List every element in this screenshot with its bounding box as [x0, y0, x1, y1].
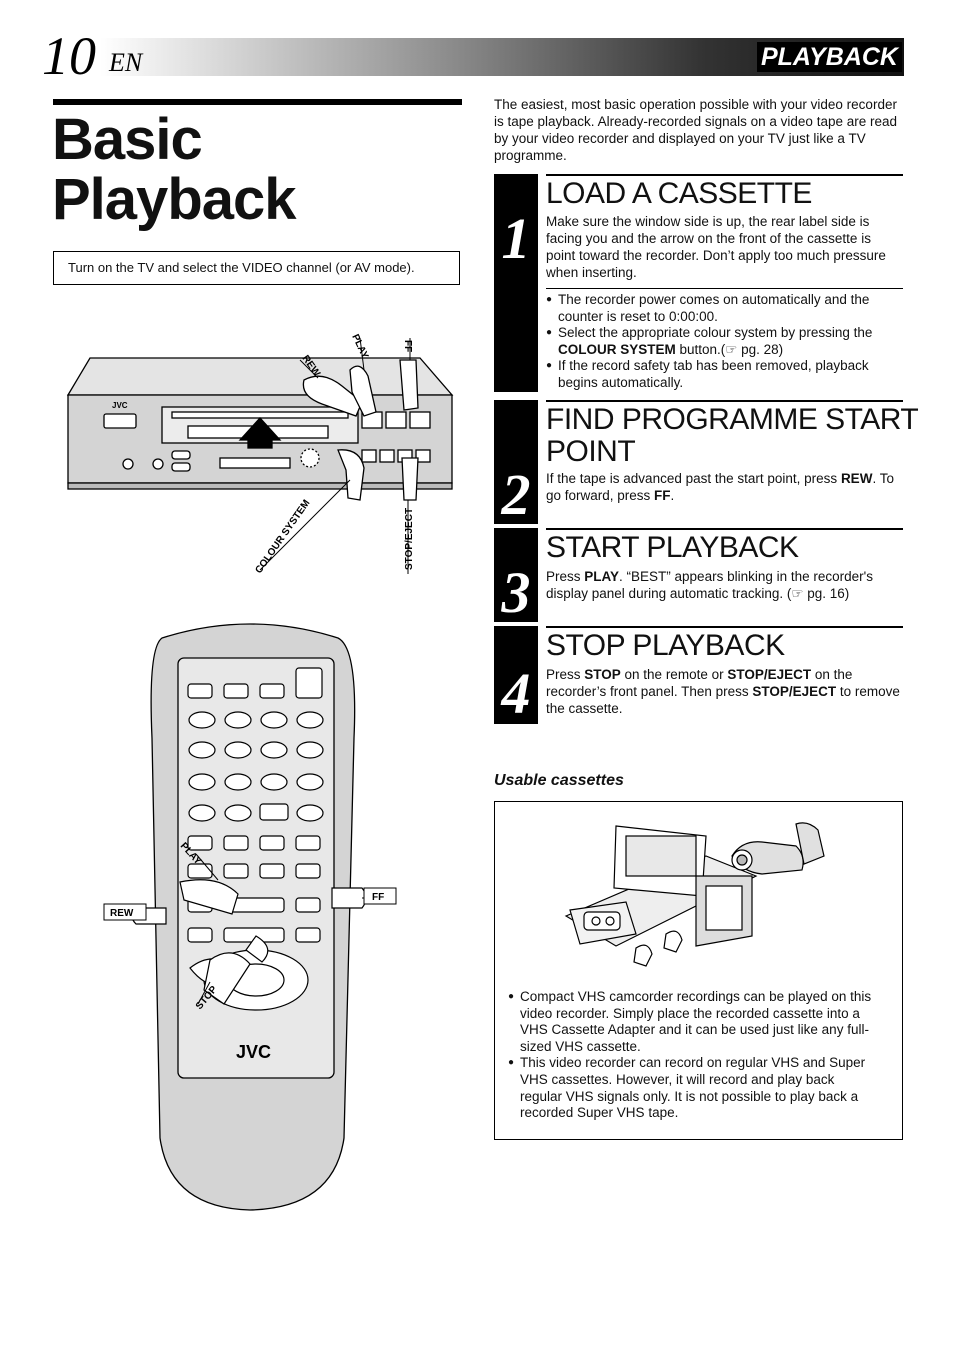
vcr-illustration: JVC REW PLAY FF COLOUR SYSTEM STOP/EJECT	[66, 333, 454, 576]
step-2-body: If the tape is advanced past the start p…	[546, 471, 894, 503]
remote-illustration: JVC PLAY REW FF STOP	[103, 623, 397, 1211]
note-box: Turn on the TV and select the VIDEO chan…	[53, 251, 460, 285]
step-1-bullet-2: Select the appropriate colour system by …	[546, 325, 902, 358]
step-4-number: 4	[494, 626, 538, 726]
usable-cassettes-heading: Usable cassettes	[494, 772, 624, 789]
step-3-number: 3	[494, 528, 538, 625]
page-title-line2: Playback	[52, 167, 297, 232]
step-1-heading: LOAD A CASSETTE	[546, 177, 812, 210]
step-4-heading: STOP PLAYBACK	[546, 629, 785, 662]
intro-paragraph: The easiest, most basic operation possib…	[494, 97, 897, 163]
step-4-rule	[546, 626, 903, 628]
page-title-line1: Basic	[52, 107, 203, 172]
vcr-play-label: PLAY	[349, 333, 370, 361]
page-title: Basic Playback	[52, 107, 297, 232]
step-3-body: Press PLAY. “BEST” appears blinking in t…	[546, 569, 873, 601]
usable-bullet-1: Compact VHS camcorder recordings can be …	[508, 989, 880, 1055]
cassette-adapter-illustration	[564, 822, 825, 967]
step-3-heading: START PLAYBACK	[546, 531, 799, 564]
step-1-bullets: The recorder power comes on automaticall…	[546, 292, 902, 392]
remote-brand-label: JVC	[236, 1042, 271, 1062]
step-1-bullet-1: The recorder power comes on automaticall…	[546, 292, 902, 325]
vcr-ff-label: FF	[402, 340, 413, 352]
usable-cassettes-list: Compact VHS camcorder recordings can be …	[508, 989, 880, 1122]
title-rule	[53, 99, 462, 105]
step-2-number: 2	[494, 400, 538, 527]
page-language: EN	[109, 48, 143, 77]
vcr-stop-eject-label: STOP/EJECT	[404, 508, 415, 570]
step-4-body: Press STOP on the remote or STOP/EJECT o…	[546, 667, 900, 716]
step-1-rule	[546, 174, 903, 176]
usable-cassettes-box	[494, 801, 903, 1140]
step-2-heading: FIND PROGRAMME START POINT	[546, 403, 919, 468]
step-1-number: 1	[494, 174, 538, 392]
step-2-rule	[546, 400, 903, 402]
step-1-bullet-3: If the record safety tab has been remove…	[546, 358, 902, 391]
step-3-rule	[546, 528, 903, 530]
page-number: 10	[42, 26, 96, 86]
remote-rew-label: REW	[110, 908, 134, 919]
usable-bullet-2: This video recorder can record on regula…	[508, 1055, 880, 1121]
section-label: PLAYBACK	[756, 42, 902, 72]
remote-ff-label: FF	[372, 892, 384, 903]
vcr-colour-system-label: COLOUR SYSTEM	[253, 498, 312, 576]
step-1-body: Make sure the window side is up, the rea…	[546, 214, 886, 280]
step-1-divider	[546, 288, 903, 289]
vcr-brand-label: JVC	[112, 401, 128, 410]
